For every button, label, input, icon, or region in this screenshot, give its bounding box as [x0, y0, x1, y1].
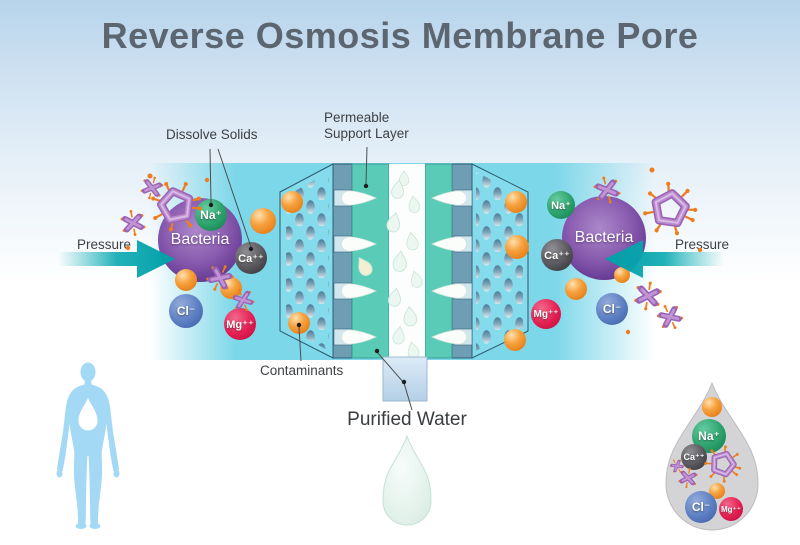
- permeable-support-layer-label: Permeable Support Layer: [324, 110, 409, 142]
- magnesium-ion: Mg⁺⁺: [531, 299, 561, 329]
- calcium-ion: Ca⁺⁺: [681, 444, 707, 470]
- contaminant-particle: [504, 329, 526, 351]
- virus-icon: [700, 441, 746, 487]
- chloride-ion: Cl⁻: [169, 294, 203, 328]
- page-title: Reverse Osmosis Membrane Pore: [101, 15, 699, 56]
- permeable-line2: Support Layer: [324, 126, 409, 141]
- sodium-ion: Na⁺: [547, 191, 575, 219]
- contaminants-label: Contaminants: [260, 363, 344, 378]
- purified-water-label: Purified Water: [347, 409, 467, 430]
- chloride-ion: Cl⁻: [685, 491, 717, 523]
- virus-icon: [641, 179, 701, 238]
- virus-icon: [229, 285, 256, 314]
- contaminant-particle: [175, 269, 197, 291]
- calcium-ion: Ca⁺⁺: [541, 239, 573, 271]
- purified-water-drop: [382, 434, 432, 526]
- magnesium-ion: Mg⁺⁺: [224, 308, 256, 340]
- contaminant-particle: [281, 191, 303, 213]
- pressure-arrow-right: [605, 240, 724, 278]
- virus-icon: [119, 208, 146, 238]
- pressure-label-left: Pressure: [77, 237, 132, 252]
- virus-icon: [592, 173, 623, 206]
- magnesium-ion: Mg⁺⁺: [719, 497, 743, 521]
- purified-water-outlet: [382, 356, 428, 402]
- contaminant-particle: [709, 483, 725, 499]
- label-pointer-lines: [209, 146, 413, 411]
- label-pointer-dots: [208, 183, 407, 385]
- pressure-arrow-left: [58, 240, 175, 278]
- chloride-ion: Cl⁻: [596, 293, 628, 325]
- bacteria-cell-left: Bacteria: [158, 198, 242, 282]
- virus-icon: [633, 279, 663, 312]
- dissolve-solids-label: Dissolve Solids: [166, 127, 258, 142]
- contaminant-particle: [565, 278, 587, 300]
- virus-particles: [119, 167, 747, 490]
- contaminant-particle: [505, 191, 527, 213]
- body-water-drop: [78, 398, 98, 431]
- human-silhouette: [56, 362, 120, 529]
- permeable-line1: Permeable: [324, 110, 390, 125]
- contaminant-particle: [702, 397, 722, 417]
- virus-icon: [203, 260, 237, 295]
- pressure-label-right: Pressure: [675, 237, 730, 252]
- contaminant-particle: [614, 267, 630, 283]
- virus-icon: [677, 466, 698, 489]
- contaminant-particle: [505, 235, 529, 259]
- contaminant-particle: [250, 208, 276, 234]
